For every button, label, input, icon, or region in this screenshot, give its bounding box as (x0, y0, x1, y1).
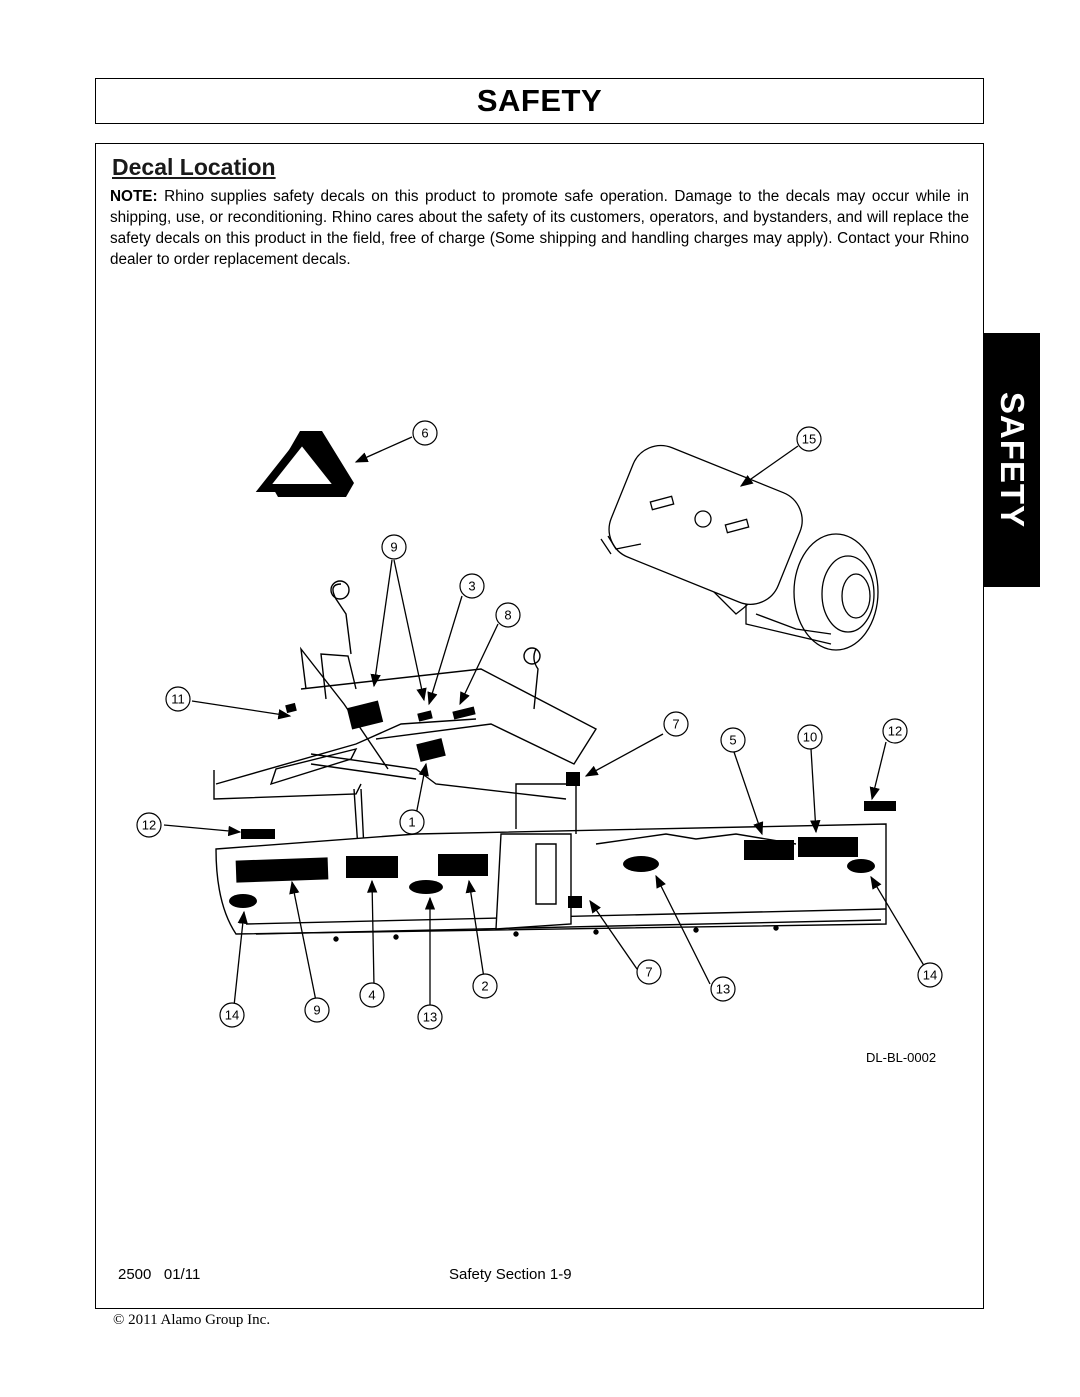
callout-5: 5 (720, 727, 746, 753)
callout-2: 2 (472, 973, 498, 999)
callout-4: 4 (359, 982, 385, 1008)
callout-3: 3 (459, 573, 485, 599)
svg-text:6: 6 (421, 426, 428, 441)
callout-10: 10 (797, 724, 823, 750)
svg-text:11: 11 (171, 692, 185, 707)
callout-14-left: 14 (219, 1002, 245, 1028)
page-header: SAFETY (95, 78, 984, 124)
svg-text:9: 9 (313, 1003, 320, 1018)
decal-patches (229, 700, 896, 908)
footer-model: 2500 01/11 (118, 1266, 201, 1283)
content-panel: Decal Location NOTE: Rhino supplies safe… (95, 143, 984, 1309)
svg-text:13: 13 (423, 1010, 437, 1025)
side-tab: SAFETY (983, 333, 1040, 587)
note-text: Rhino supplies safety decals on this pro… (110, 188, 969, 268)
footer-section: Safety Section 1-9 (449, 1266, 572, 1283)
svg-text:9: 9 (390, 540, 397, 555)
callout-6: 6 (412, 420, 438, 446)
svg-text:13: 13 (716, 982, 730, 997)
callout-12-right: 12 (882, 718, 908, 744)
svg-text:1: 1 (408, 815, 415, 830)
svg-text:8: 8 (504, 608, 511, 623)
blade-assembly-drawing (213, 580, 887, 942)
svg-text:15: 15 (802, 432, 816, 447)
svg-text:12: 12 (142, 818, 156, 833)
svg-text:14: 14 (225, 1008, 239, 1023)
callout-7-top: 7 (663, 711, 689, 737)
callout-9-top: 9 (381, 534, 407, 560)
decal-location-diagram: 6 15 9 3 8 11 7 5 10 12 12 1 7 13 14 2 4… (136, 420, 943, 1030)
svg-text:3: 3 (468, 579, 475, 594)
callout-13-right: 13 (710, 976, 736, 1002)
callout-15: 15 (796, 426, 822, 452)
svg-text:5: 5 (729, 733, 736, 748)
callout-14-right: 14 (917, 962, 943, 988)
callout-1: 1 (399, 809, 425, 835)
smv-emblem-icon (255, 431, 354, 497)
callout-11: 11 (165, 686, 191, 712)
callout-13-left: 13 (417, 1004, 443, 1030)
callout-leaders (163, 436, 927, 1007)
svg-text:10: 10 (803, 730, 817, 745)
callout-8: 8 (495, 602, 521, 628)
svg-text:14: 14 (923, 968, 937, 983)
callout-7-bottom: 7 (636, 959, 662, 985)
svg-text:7: 7 (645, 965, 652, 980)
callout-12-left: 12 (136, 812, 162, 838)
svg-text:4: 4 (368, 988, 375, 1003)
section-heading: Decal Location (112, 154, 276, 180)
note-paragraph: NOTE: Rhino supplies safety decals on th… (110, 186, 969, 270)
page-title: SAFETY (476, 83, 603, 118)
hydraulic-canister-drawing (600, 444, 879, 651)
side-tab-label: SAFETY (993, 391, 1031, 529)
copyright: © 2011 Alamo Group Inc. (113, 1312, 271, 1328)
svg-text:7: 7 (672, 717, 679, 732)
drawing-code: DL-BL-0002 (866, 1050, 937, 1065)
svg-text:12: 12 (888, 724, 902, 739)
svg-text:2: 2 (481, 979, 488, 994)
note-label: NOTE: (110, 188, 158, 205)
callout-9-bottom: 9 (304, 997, 330, 1023)
